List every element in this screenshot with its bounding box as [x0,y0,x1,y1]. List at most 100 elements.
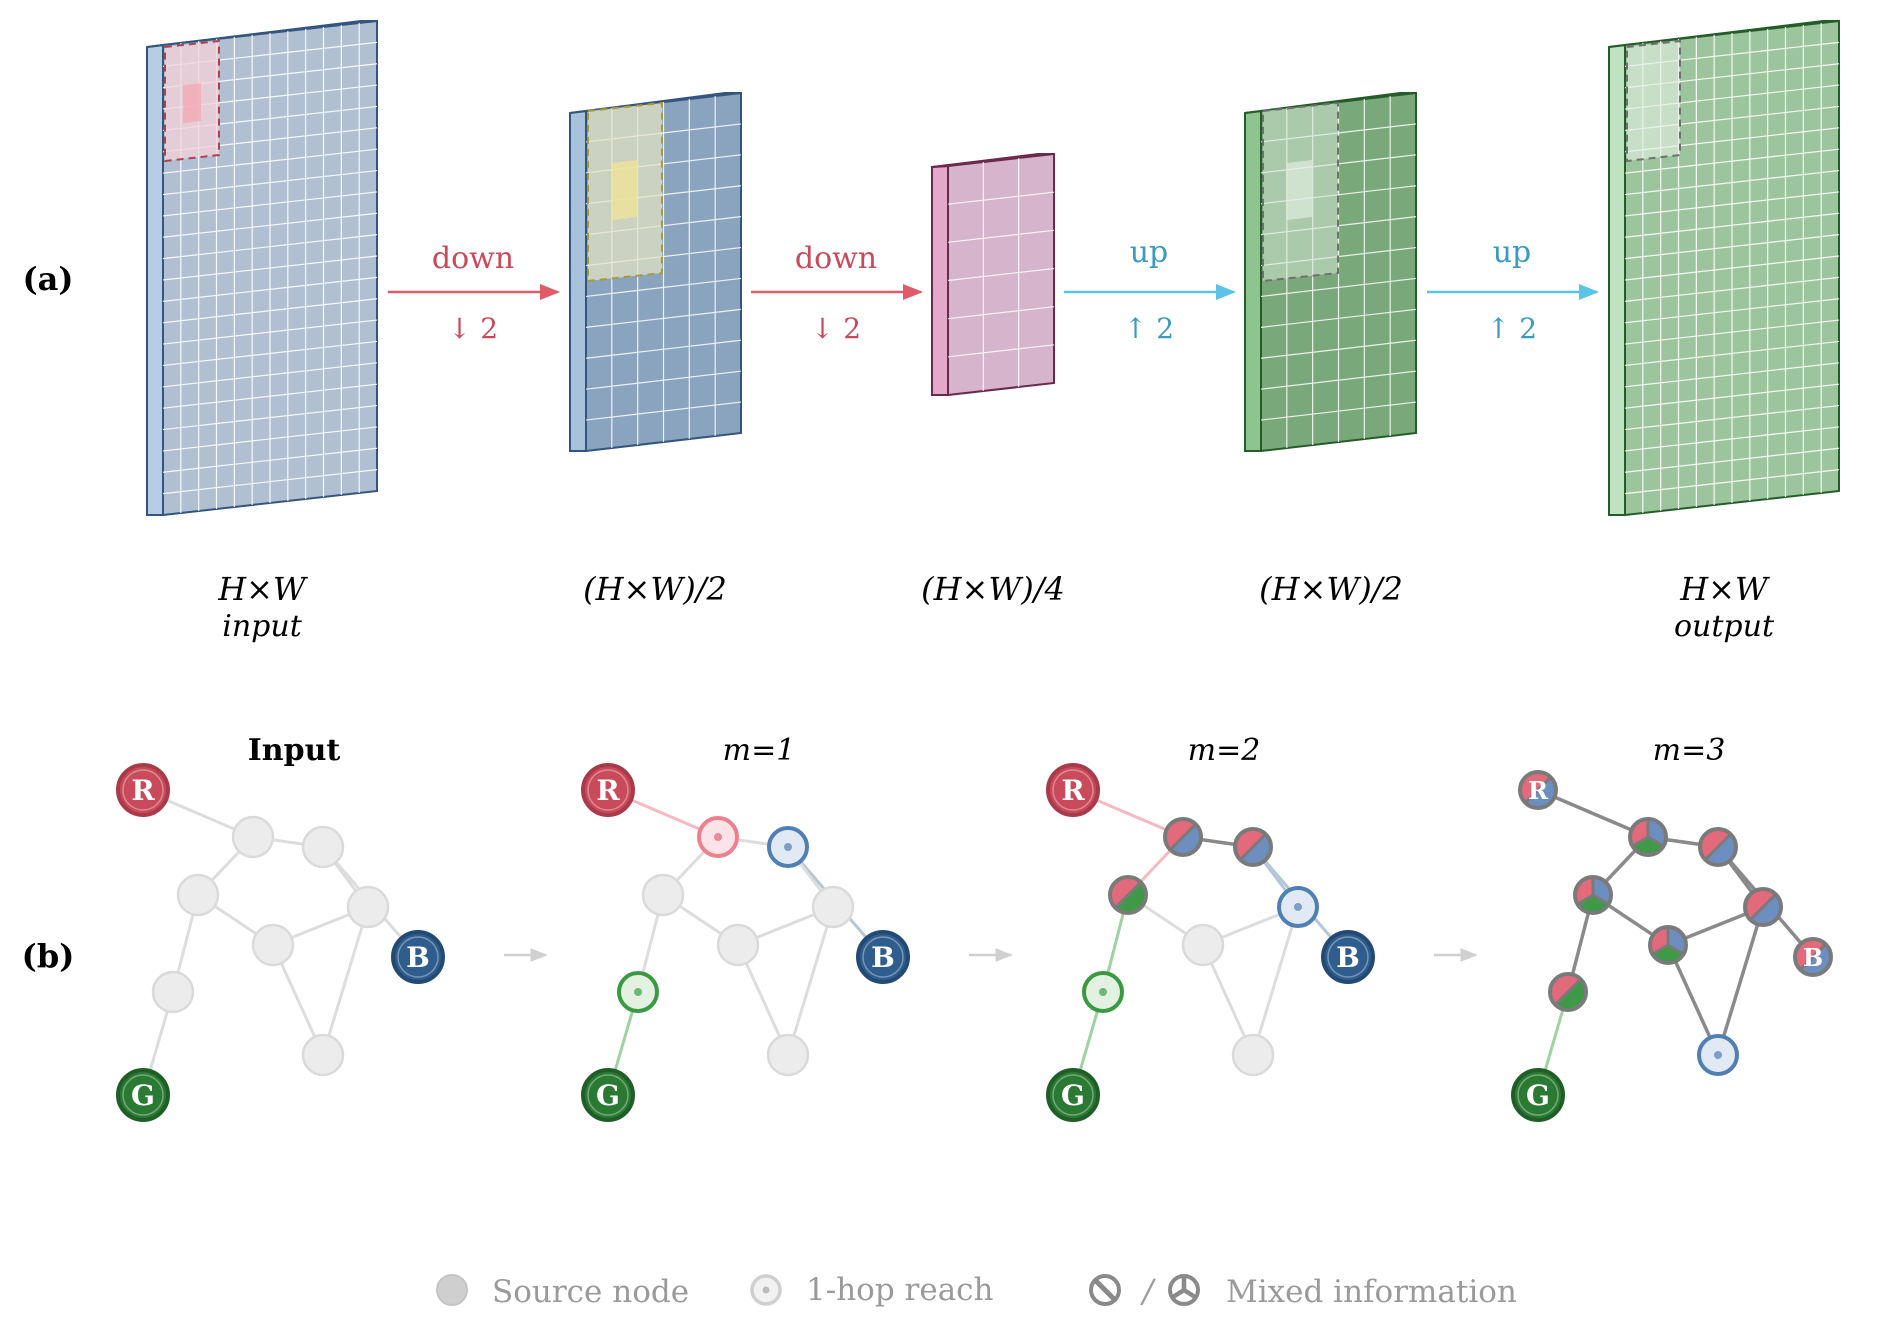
graph-node [176,873,220,917]
graph-node [766,1033,810,1077]
caption-down1-dims: (H×W)/2 [583,570,727,608]
graph-node [1698,827,1738,867]
caption-output-dims: H×W [1679,570,1771,608]
graph-node [1743,887,1783,927]
arrow-down-1: down ↓ 2 [388,241,560,345]
source-letter: G [131,1079,155,1112]
graph-node [1108,875,1148,915]
graph-node [617,971,659,1013]
graph-node [1277,886,1319,928]
caption-input-sub: input [222,609,302,644]
legend-slash: / [1140,1272,1157,1310]
source-letter: G [596,1079,620,1112]
legend-hop-icon [750,1274,782,1306]
panel-a-label: (a) [22,260,73,298]
graph-node [716,923,760,967]
stage-title-m2: m=2 [1188,733,1261,768]
graph-node [1573,875,1613,915]
graph-node [301,825,345,869]
source-letter: R [1528,776,1549,805]
source-letter: G [1526,1079,1550,1112]
graph-input: R G B [116,763,445,1122]
graph-m3: R G B [1511,770,1833,1122]
graph-node [151,970,195,1014]
legend-source-icon [436,1274,468,1306]
graph-edge [1251,905,1300,1057]
legend-hop-label: 1-hop reach [806,1272,994,1308]
graph-node [231,815,275,859]
arrow-down-1-factor: ↓ 2 [448,312,498,345]
graph-node: R [581,763,635,817]
graph-node: B [1793,937,1833,977]
arrow-down-2: down ↓ 2 [751,241,923,345]
source-letter: G [1061,1079,1085,1112]
arrow-up-2-factor: ↑ 2 [1487,312,1537,345]
graph-node [1082,971,1124,1013]
legend-mixed-two-icon [1089,1274,1121,1306]
graph-node [1697,1034,1739,1076]
source-letter: B [1336,941,1360,974]
stage-title-input: Input [248,733,341,768]
feature-map-bottleneck [931,152,1055,397]
graph-node [1233,827,1273,867]
feature-map-input [146,19,378,517]
arrow-up-1-factor: ↑ 2 [1124,312,1174,345]
graph-node [251,923,295,967]
graph-node [641,873,685,917]
graph-node [811,885,855,929]
caption-bottleneck-dims: (H×W)/4 [921,570,1065,608]
graph-node: R [1046,763,1100,817]
source-letter: R [1061,774,1085,807]
graph-m1: R G B [581,763,910,1122]
graph-node: G [1046,1068,1100,1122]
legend-mixed-label: Mixed information [1226,1274,1517,1310]
graph-node: R [116,763,170,817]
source-letter: B [1803,943,1823,972]
caption-up1-dims: (H×W)/2 [1259,570,1403,608]
graph-edge [786,905,835,1057]
source-letter: B [871,941,895,974]
panel-b-label: (b) [22,937,75,975]
source-letter: R [596,774,620,807]
graph-edge [321,905,370,1057]
graph-node [1648,925,1688,965]
caption-input-dims: H×W [217,570,309,608]
legend-source-label: Source node [492,1274,689,1310]
graph-node [767,826,809,868]
caption-output-sub: output [1674,609,1775,644]
graph-node [697,816,739,858]
legend: Source node 1-hop reach / Mixed informat… [436,1272,1517,1310]
stage-title-m3: m=3 [1653,733,1726,768]
graph-node: G [1511,1068,1565,1122]
graph-node [1163,817,1203,857]
graph-node: B [856,930,910,984]
feature-map-down-1 [569,91,742,453]
graph-node [1231,1033,1275,1077]
feature-map-up-1 [1244,91,1417,453]
graph-node: G [581,1068,635,1122]
graph-node [1181,923,1225,967]
source-letter: B [406,941,430,974]
arrow-up-1-word: up [1130,235,1169,270]
graph-node [346,885,390,929]
graph-node [1628,817,1668,857]
arrow-up-2: up ↑ 2 [1427,235,1599,345]
graph-m2: R G B [1046,763,1375,1122]
arrow-down-2-word: down [795,241,877,276]
graph-node [301,1033,345,1077]
graph-node: B [1321,930,1375,984]
legend-mixed-three-icon [1168,1274,1200,1306]
arrow-up-2-word: up [1493,235,1532,270]
graph-node: G [116,1068,170,1122]
graph-edge [1716,905,1765,1057]
graph-node: B [391,930,445,984]
stage-title-m1: m=1 [723,733,796,768]
feature-map-output [1608,19,1840,517]
graph-node [1548,972,1588,1012]
graph-node: R [1518,770,1558,810]
source-letter: R [131,774,155,807]
arrow-down-2-factor: ↓ 2 [811,312,861,345]
arrow-down-1-word: down [432,241,514,276]
arrow-up-1: up ↑ 2 [1064,235,1236,345]
